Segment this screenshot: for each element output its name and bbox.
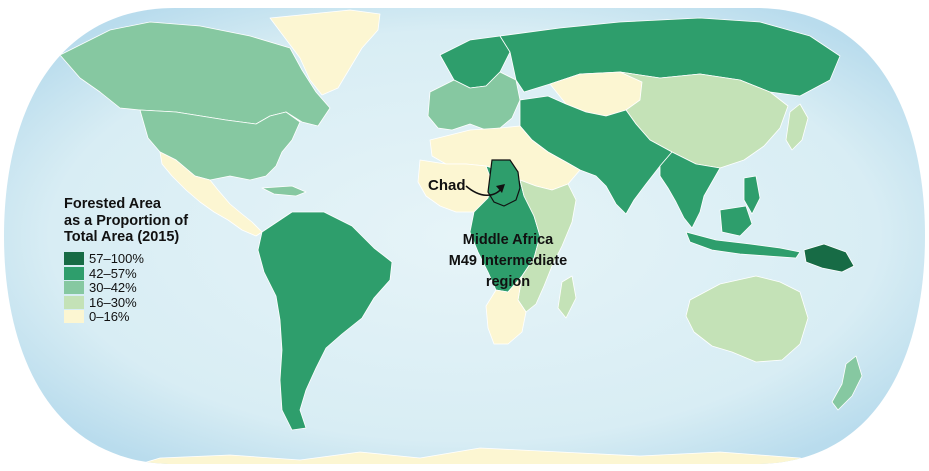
- region-label-line-3: region: [486, 274, 530, 290]
- legend-swatch: [64, 295, 84, 309]
- japan: [785, 103, 809, 151]
- legend-label: 0–16%: [89, 309, 130, 325]
- greenland: [269, 9, 381, 96]
- borneo: [719, 205, 753, 237]
- region-label-line-2: M49 Intermediate: [449, 253, 567, 269]
- chad-arrowhead: [496, 184, 505, 193]
- legend-item: 30–42%: [64, 280, 188, 296]
- legend-title-line-2: as a Proportion of: [64, 212, 189, 229]
- legend-item: 0–16%: [64, 309, 188, 325]
- madagascar: [557, 275, 577, 319]
- legend-title: Forested Area as a Proportion of Total A…: [64, 196, 188, 246]
- philippines: [743, 175, 761, 215]
- australia: [685, 275, 809, 363]
- legend-swatch: [64, 281, 84, 295]
- south-america: [257, 211, 393, 431]
- legend-item: 16–30%: [64, 295, 188, 310]
- legend-title-line-3: Total Area (2015): [64, 229, 180, 245]
- antarctica: [119, 447, 841, 464]
- western-europe: [427, 71, 521, 131]
- south-eastern-asia: [659, 151, 721, 229]
- legend-label: 30–42%: [89, 280, 137, 296]
- legend-title-line-1: Forested Area: [64, 196, 161, 212]
- legend-swatch: [64, 252, 84, 266]
- canada: [59, 21, 331, 127]
- eastern-africa: [517, 179, 577, 313]
- land-layer: [59, 9, 863, 464]
- legend-swatch: [64, 266, 84, 280]
- legend-label: 42–57%: [89, 265, 137, 281]
- legend-label: 57–100%: [89, 251, 144, 267]
- legend-item: 42–57%: [64, 266, 188, 281]
- mexico-central-america: [159, 151, 263, 237]
- legend: Forested Area as a Proportion of Total A…: [64, 196, 188, 324]
- legend-swatch: [64, 310, 84, 324]
- new-guinea: [803, 243, 855, 273]
- legend-label: 16–30%: [89, 294, 137, 310]
- chad-outline: [487, 159, 521, 207]
- region-label-line-1: Middle Africa: [463, 232, 554, 248]
- chad-label: Chad: [428, 177, 466, 194]
- caribbean: [261, 185, 307, 197]
- southern-africa: [485, 275, 527, 345]
- legend-item: 57–100%: [64, 251, 188, 267]
- new-zealand: [831, 355, 863, 411]
- indonesia: [685, 231, 801, 259]
- eastern-asia: [619, 71, 789, 169]
